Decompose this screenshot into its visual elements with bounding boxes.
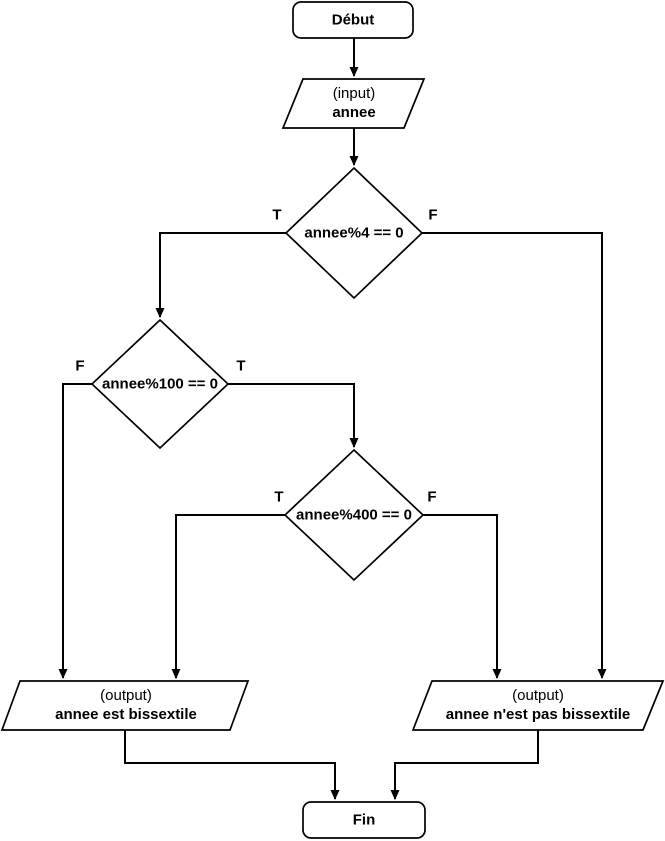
- edge-decision-mod4-false: [422, 232, 607, 679]
- end-label: Fin: [352, 811, 376, 829]
- decision-mod100-true-branch-label: T: [236, 357, 246, 375]
- output-bissextile-text: annee est bissextile: [55, 706, 197, 723]
- output-non-bissextile-prefix: (output): [512, 687, 564, 704]
- decision-mod4-diamond-shape: [284, 166, 424, 300]
- output-bissextile-prefix: (output): [100, 687, 152, 704]
- decision-mod4-true-branch-label: T: [272, 206, 282, 224]
- input-prefix: (input): [332, 85, 376, 102]
- end-terminator-shape: [302, 801, 426, 839]
- start-label: Début: [331, 11, 375, 29]
- output-non-bissextile-parallelogram-shape: [411, 680, 665, 731]
- edge-output-non-bissextile-to-end: [390, 730, 539, 800]
- edge-decision-mod100-true: [228, 383, 359, 448]
- output-non-bissextile-text: annee n'est pas bissextile: [445, 706, 631, 723]
- input-parallelogram-shape: [281, 78, 426, 129]
- start-terminator-shape: [292, 1, 414, 39]
- decision-mod400-diamond-shape: [283, 448, 425, 582]
- decision-mod4-label: annee%4 == 0: [304, 224, 404, 242]
- output-non-bissextile-label: (output) annee n'est pas bissextile: [446, 686, 630, 724]
- decision-mod100-false-branch-label: F: [75, 357, 85, 375]
- edge-decision-mod100-false: [58, 383, 92, 679]
- decision-mod4-false-branch-label: F: [428, 206, 438, 224]
- edge-decision-mod4-true: [155, 232, 286, 318]
- input-value: annee: [332, 104, 376, 121]
- decision-mod400-true-branch-label: T: [274, 488, 284, 506]
- output-bissextile-label: (output) annee est bissextile: [55, 686, 197, 724]
- input-label: (input) annee: [332, 84, 375, 122]
- decision-mod100-diamond-shape: [90, 318, 230, 450]
- edge-decision-mod400-true: [171, 514, 285, 679]
- edge-output-bissextile-to-end: [124, 730, 340, 800]
- decision-mod400-label: annee%400 == 0: [296, 506, 412, 524]
- decision-mod100-label: annee%100 == 0: [102, 375, 218, 393]
- output-bissextile-parallelogram-shape: [0, 680, 250, 731]
- decision-mod400-false-branch-label: F: [427, 488, 437, 506]
- edge-decision-mod400-false: [423, 514, 502, 679]
